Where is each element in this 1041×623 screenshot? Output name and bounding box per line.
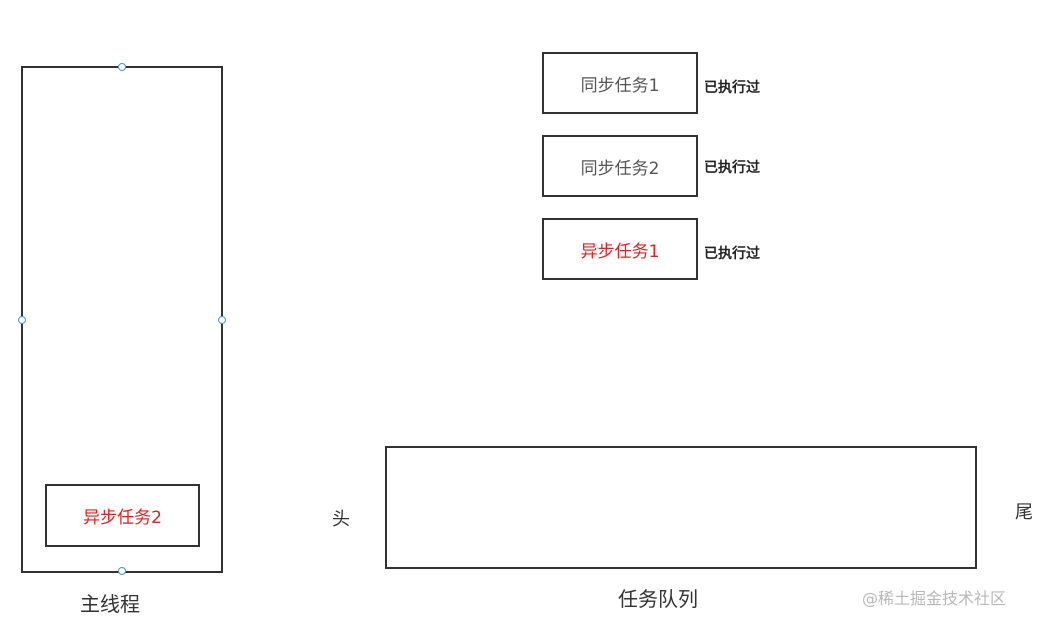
bottom-handle[interactable] [118, 567, 126, 575]
queue-tail-label: 尾 [1015, 502, 1033, 523]
sync-task-1-note: 已执行过 [704, 80, 760, 96]
right-handle[interactable] [218, 316, 226, 324]
sync-task-2-box: 同步任务2 [542, 135, 698, 197]
left-handle[interactable] [18, 316, 26, 324]
main-thread-task: 异步任务2 [45, 484, 200, 547]
main-thread-label: 主线程 [80, 592, 140, 616]
queue-head-label: 头 [332, 509, 350, 530]
task-queue-box [385, 446, 977, 569]
top-handle[interactable] [118, 63, 126, 71]
watermark: @稀土掘金技术社区 [862, 589, 1007, 608]
task-queue-label: 任务队列 [618, 587, 698, 611]
sync-task-2-note: 已执行过 [704, 160, 760, 176]
async-task-1-note: 已执行过 [704, 246, 760, 262]
async-task-1-box: 异步任务1 [542, 218, 698, 280]
sync-task-1-box: 同步任务1 [542, 52, 698, 114]
